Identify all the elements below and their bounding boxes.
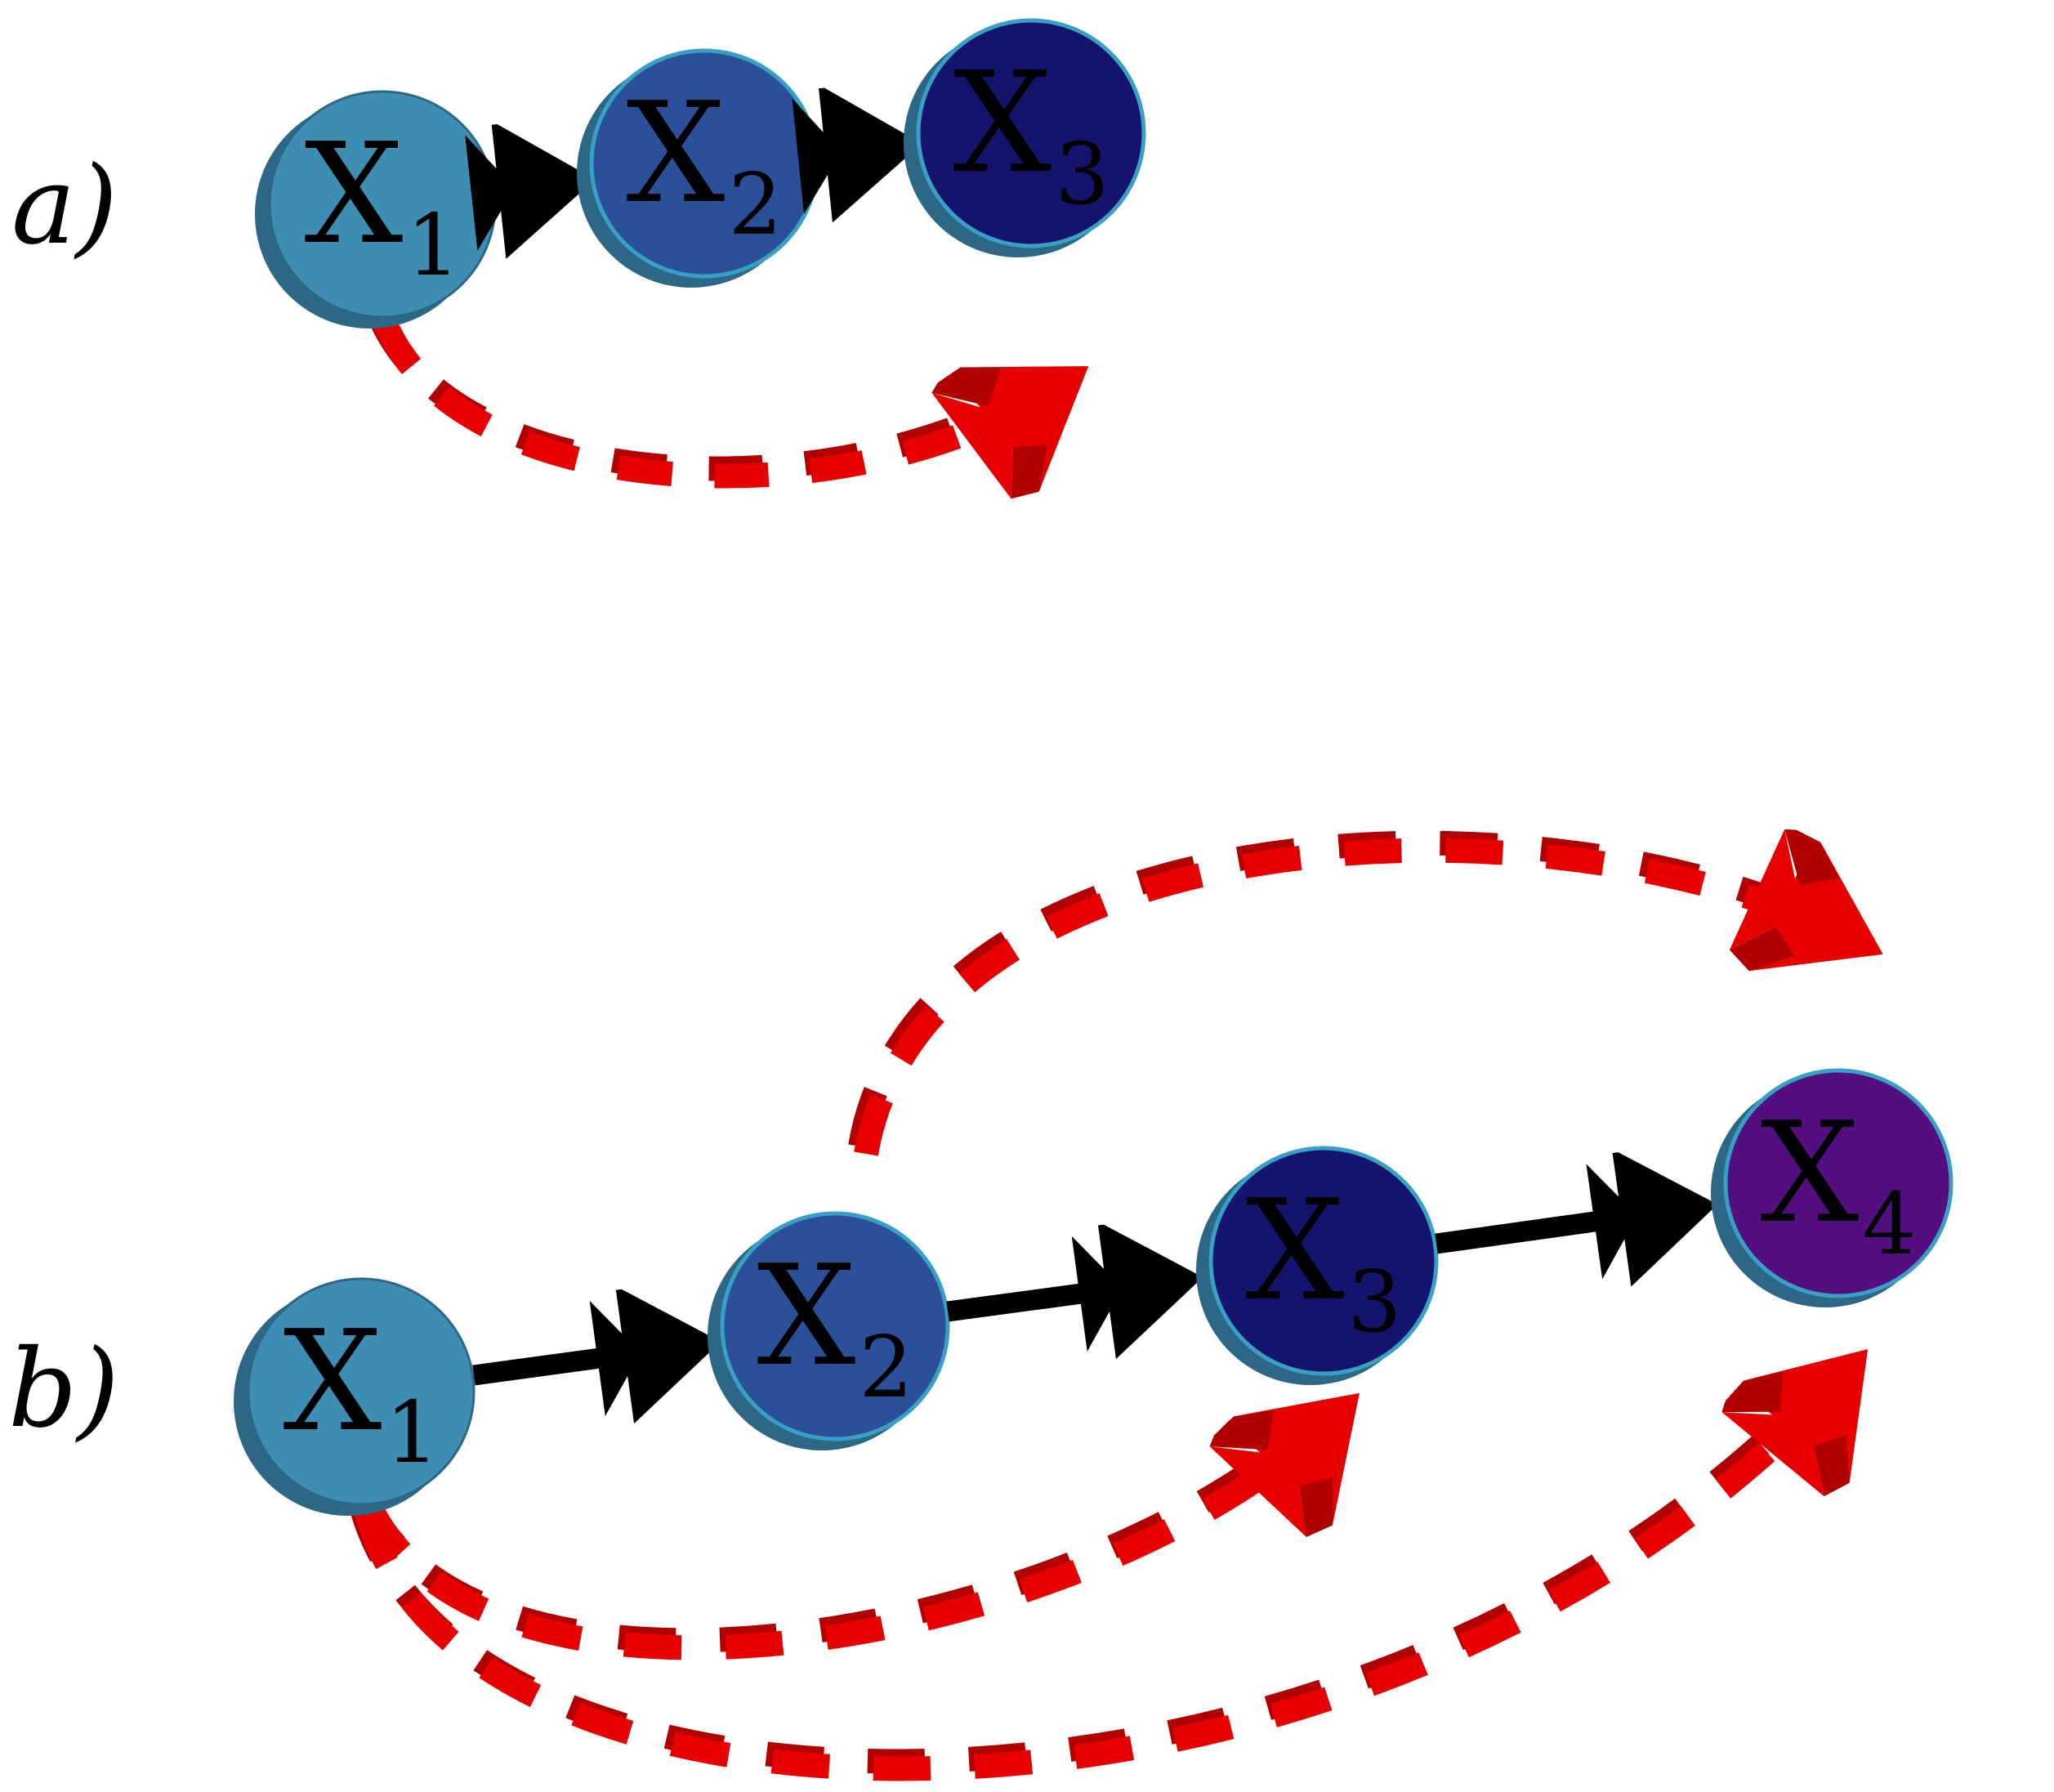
node-b-x3-label: X3	[1245, 1170, 1401, 1352]
node-a-x3-label: X3	[953, 42, 1109, 224]
node-b-x3[interactable]: X3	[1196, 1146, 1439, 1385]
dashed-edge-b-x2-to-x4	[848, 843, 1855, 1156]
node-b-x2-label: X2	[757, 1236, 913, 1417]
solid-edge-b-x2-to-x3	[946, 1280, 1185, 1312]
solid-edge-a-x2-to-x3	[816, 145, 904, 154]
node-b-x1-label: X1	[283, 1301, 439, 1482]
solid-edge-a-x1-to-x2	[493, 181, 577, 190]
panel-label-b: b)	[8, 1326, 119, 1452]
node-a-x2-label: X2	[626, 73, 782, 254]
node-a-x1[interactable]: X1	[255, 90, 497, 328]
solid-edge-b-x3-to-x4	[1435, 1207, 1699, 1244]
dashed-edge-b-x1-to-x3	[352, 1408, 1337, 1660]
solid-edge-b-x1-to-x2	[472, 1344, 703, 1375]
node-b-x4-label: X4	[1760, 1093, 1916, 1274]
node-a-x3[interactable]: X3	[904, 18, 1146, 257]
panel-label-a: a)	[11, 143, 118, 269]
node-b-x2[interactable]: X2	[708, 1211, 950, 1450]
node-b-x4[interactable]: X4	[1711, 1068, 1954, 1307]
node-a-x1-label: X1	[304, 114, 460, 295]
node-b-x1[interactable]: X1	[234, 1277, 476, 1516]
dashed-edge-b-x1-to-x4	[348, 1365, 1846, 1781]
node-a-x2[interactable]: X2	[577, 48, 819, 288]
dashed-edge-a-x1-to-x3	[367, 308, 1062, 476]
